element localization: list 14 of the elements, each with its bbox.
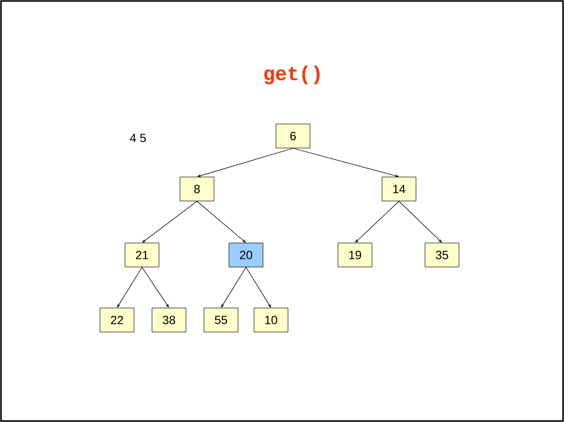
tree-node-box: 6 <box>276 124 310 148</box>
title: get() <box>264 66 320 84</box>
tree-node-box: 55 <box>204 308 238 332</box>
tree-node-box: 38 <box>152 308 186 332</box>
label: 4 5 <box>130 134 146 142</box>
tree-node-box: 8 <box>180 176 214 202</box>
tree-node-box: 35 <box>424 242 460 268</box>
arrow <box>142 200 198 243</box>
tree-node-box: 20 <box>228 242 264 268</box>
tree-node-box: 14 <box>382 176 416 202</box>
tree-node-box: 21 <box>124 242 160 268</box>
tree-node-box: 10 <box>254 308 288 332</box>
tree-node-box: 19 <box>338 242 372 268</box>
tree-node-box: 22 <box>100 308 134 332</box>
